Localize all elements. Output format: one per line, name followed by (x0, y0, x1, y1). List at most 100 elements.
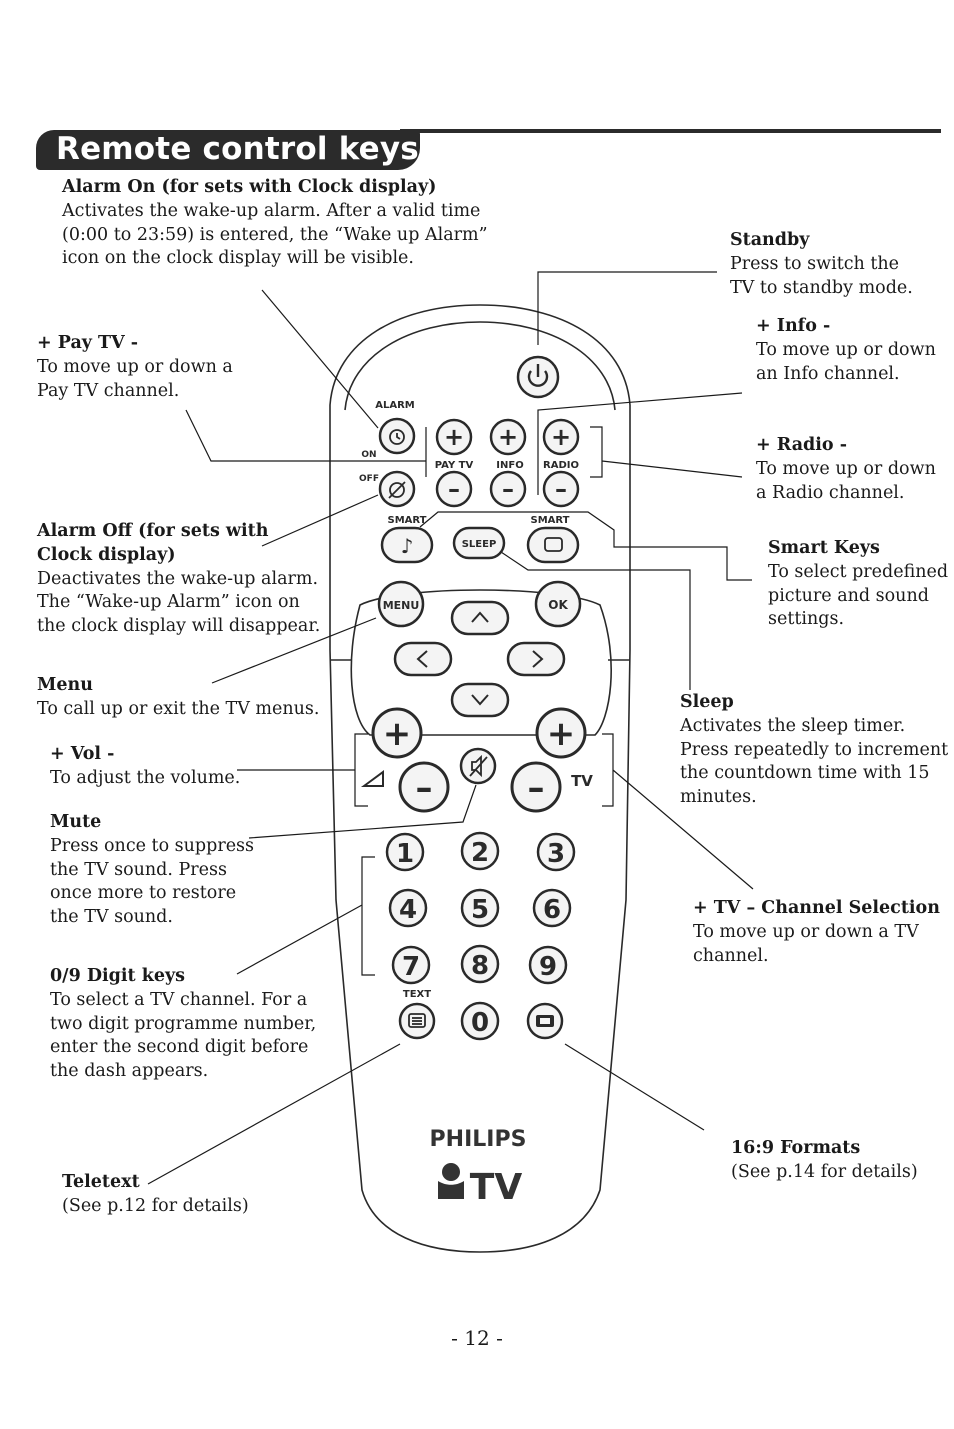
pay-tv-plus-glyph: + (444, 423, 464, 451)
callout-alarm-on: Alarm On (for sets with Clock display) A… (62, 176, 488, 271)
remote-body-inner (344, 321, 616, 411)
callout-vol-desc: To adjust the volume. (50, 767, 241, 788)
leader-vol (237, 733, 368, 807)
mute-icon (469, 754, 488, 778)
callout-radio: + Radio - To move up or down a Radio cha… (756, 434, 936, 505)
digit-4-button[interactable] (388, 888, 428, 928)
digit-1-button[interactable] (385, 832, 425, 872)
digit-1-label: 1 (396, 839, 414, 869)
nav-down-button[interactable] (450, 682, 510, 718)
music-note-icon: ♪ (401, 534, 414, 558)
alarm-off-label: OFF (359, 474, 379, 484)
callout-tv-channel-title: + TV – Channel Selection (693, 898, 940, 918)
info-label: INFO (496, 460, 523, 471)
pay-tv-keys: + PAY TV – (435, 418, 473, 508)
philips-tv-logo-text: TV (470, 1167, 523, 1208)
callout-alarm-off-title: Alarm Off (for sets with Clock display) (37, 521, 269, 565)
info-minus-button[interactable] (489, 470, 527, 508)
callout-formats: 16:9 Formats (See p.14 for details) (731, 1137, 918, 1185)
smart-picture-label: SMART (531, 515, 570, 526)
callout-pay-tv: + Pay TV - To move up or down a Pay TV c… (37, 332, 233, 403)
ok-button[interactable] (534, 580, 582, 628)
nav-left-button[interactable] (393, 641, 453, 677)
leader-sleep (497, 549, 691, 690)
callout-tv-channel-desc: To move up or down a TV channel. (693, 921, 919, 966)
callout-mute: Mute Press once to suppress the TV sound… (50, 811, 254, 930)
menu-label: MENU (383, 599, 420, 612)
digit-9-button[interactable] (528, 945, 568, 985)
callout-smart-keys-desc: To select predefined picture and sound s… (768, 561, 949, 630)
nav-right-button[interactable] (506, 641, 566, 677)
callout-sleep: Sleep Activates the sleep timer. Press r… (680, 691, 948, 810)
info-keys: + INFO – (489, 418, 527, 508)
digit-8-label: 8 (471, 951, 489, 981)
digit-0-button[interactable] (460, 1001, 500, 1041)
digit-3-button[interactable] (536, 832, 576, 872)
digit-6-button[interactable] (532, 888, 572, 928)
remote-body (329, 304, 631, 1253)
leader-tv-channel (602, 733, 754, 890)
tv-label: TV (571, 772, 593, 790)
callout-alarm-on-desc: Activates the wake-up alarm. After a val… (62, 200, 488, 269)
smart-picture-button[interactable] (526, 526, 580, 564)
callout-formats-title: 16:9 Formats (731, 1138, 861, 1158)
teletext-label: TEXT (403, 989, 431, 1000)
leader-menu (211, 617, 377, 684)
header-rule (400, 129, 941, 133)
philips-logo-text: PHILIPS (430, 1127, 527, 1152)
vol-minus-glyph: – (416, 768, 433, 808)
info-plus-button[interactable] (489, 418, 527, 456)
callout-radio-desc: To move up or down a Radio channel. (756, 458, 936, 503)
leader-standby (537, 271, 717, 345)
callout-digits-title: 0/9 Digit keys (50, 966, 186, 986)
alarm-clock-icon (389, 429, 405, 445)
callout-digits-desc: To select a TV channel. For a two digit … (50, 989, 317, 1082)
digit-4-label: 4 (399, 895, 417, 925)
power-icon (527, 364, 549, 387)
digit-2-button[interactable] (460, 831, 500, 871)
tv-minus-glyph: – (528, 768, 545, 808)
callout-info-title: + Info - (756, 316, 831, 336)
digit-7-label: 7 (402, 952, 420, 982)
callout-pay-tv-desc: To move up or down a Pay TV channel. (37, 356, 233, 401)
volume-ramp-icon (360, 770, 384, 787)
callout-sleep-desc: Activates the sleep timer. Press repeate… (680, 715, 949, 808)
radio-minus-glyph: – (555, 475, 567, 503)
tv-plus-glyph: + (547, 714, 576, 754)
pay-tv-plus-button[interactable] (435, 418, 473, 456)
callout-alarm-off: Alarm Off (for sets with Clock display) … (37, 520, 320, 639)
callout-teletext: Teletext (See p.12 for details) (62, 1171, 249, 1219)
leader-lines (147, 271, 754, 1185)
callout-smart-keys: Smart Keys To select predefined picture … (768, 537, 948, 632)
leader-smart-keys (419, 511, 752, 581)
chevron-down-icon (471, 694, 489, 706)
chevron-up-icon (471, 611, 489, 623)
menu-button[interactable] (377, 580, 425, 628)
radio-minus-button[interactable] (542, 470, 580, 508)
vol-minus-button[interactable] (398, 761, 450, 813)
tv-minus-button[interactable] (510, 761, 562, 813)
header-bar (36, 130, 420, 170)
digit-9-label: 9 (539, 952, 557, 982)
chevron-left-icon (416, 650, 428, 668)
radio-plus-button[interactable] (542, 418, 580, 456)
smart-sound-button[interactable] (380, 526, 434, 564)
digit-7-button[interactable] (391, 945, 431, 985)
digit-5-label: 5 (471, 895, 489, 925)
digit-8-button[interactable] (460, 944, 500, 984)
nav-up-button[interactable] (450, 600, 510, 636)
callout-alarm-on-title: Alarm On (for sets with Clock display) (62, 177, 437, 197)
radio-plus-glyph: + (551, 423, 571, 451)
widescreen-icon (536, 1015, 554, 1027)
alarm-on-label: ON (361, 450, 376, 460)
callout-teletext-desc: (See p.12 for details) (62, 1195, 249, 1216)
teletext-icon (408, 1013, 426, 1028)
leader-info (537, 392, 743, 495)
digit-5-button[interactable] (460, 888, 500, 928)
callout-standby-desc: Press to switch the TV to standby mode. (730, 253, 913, 298)
pay-tv-minus-button[interactable] (435, 470, 473, 508)
sleep-button[interactable] (452, 526, 506, 560)
vol-plus-button[interactable] (371, 707, 423, 759)
alarm-clock-off-icon (388, 481, 406, 499)
tv-plus-button[interactable] (535, 707, 587, 759)
